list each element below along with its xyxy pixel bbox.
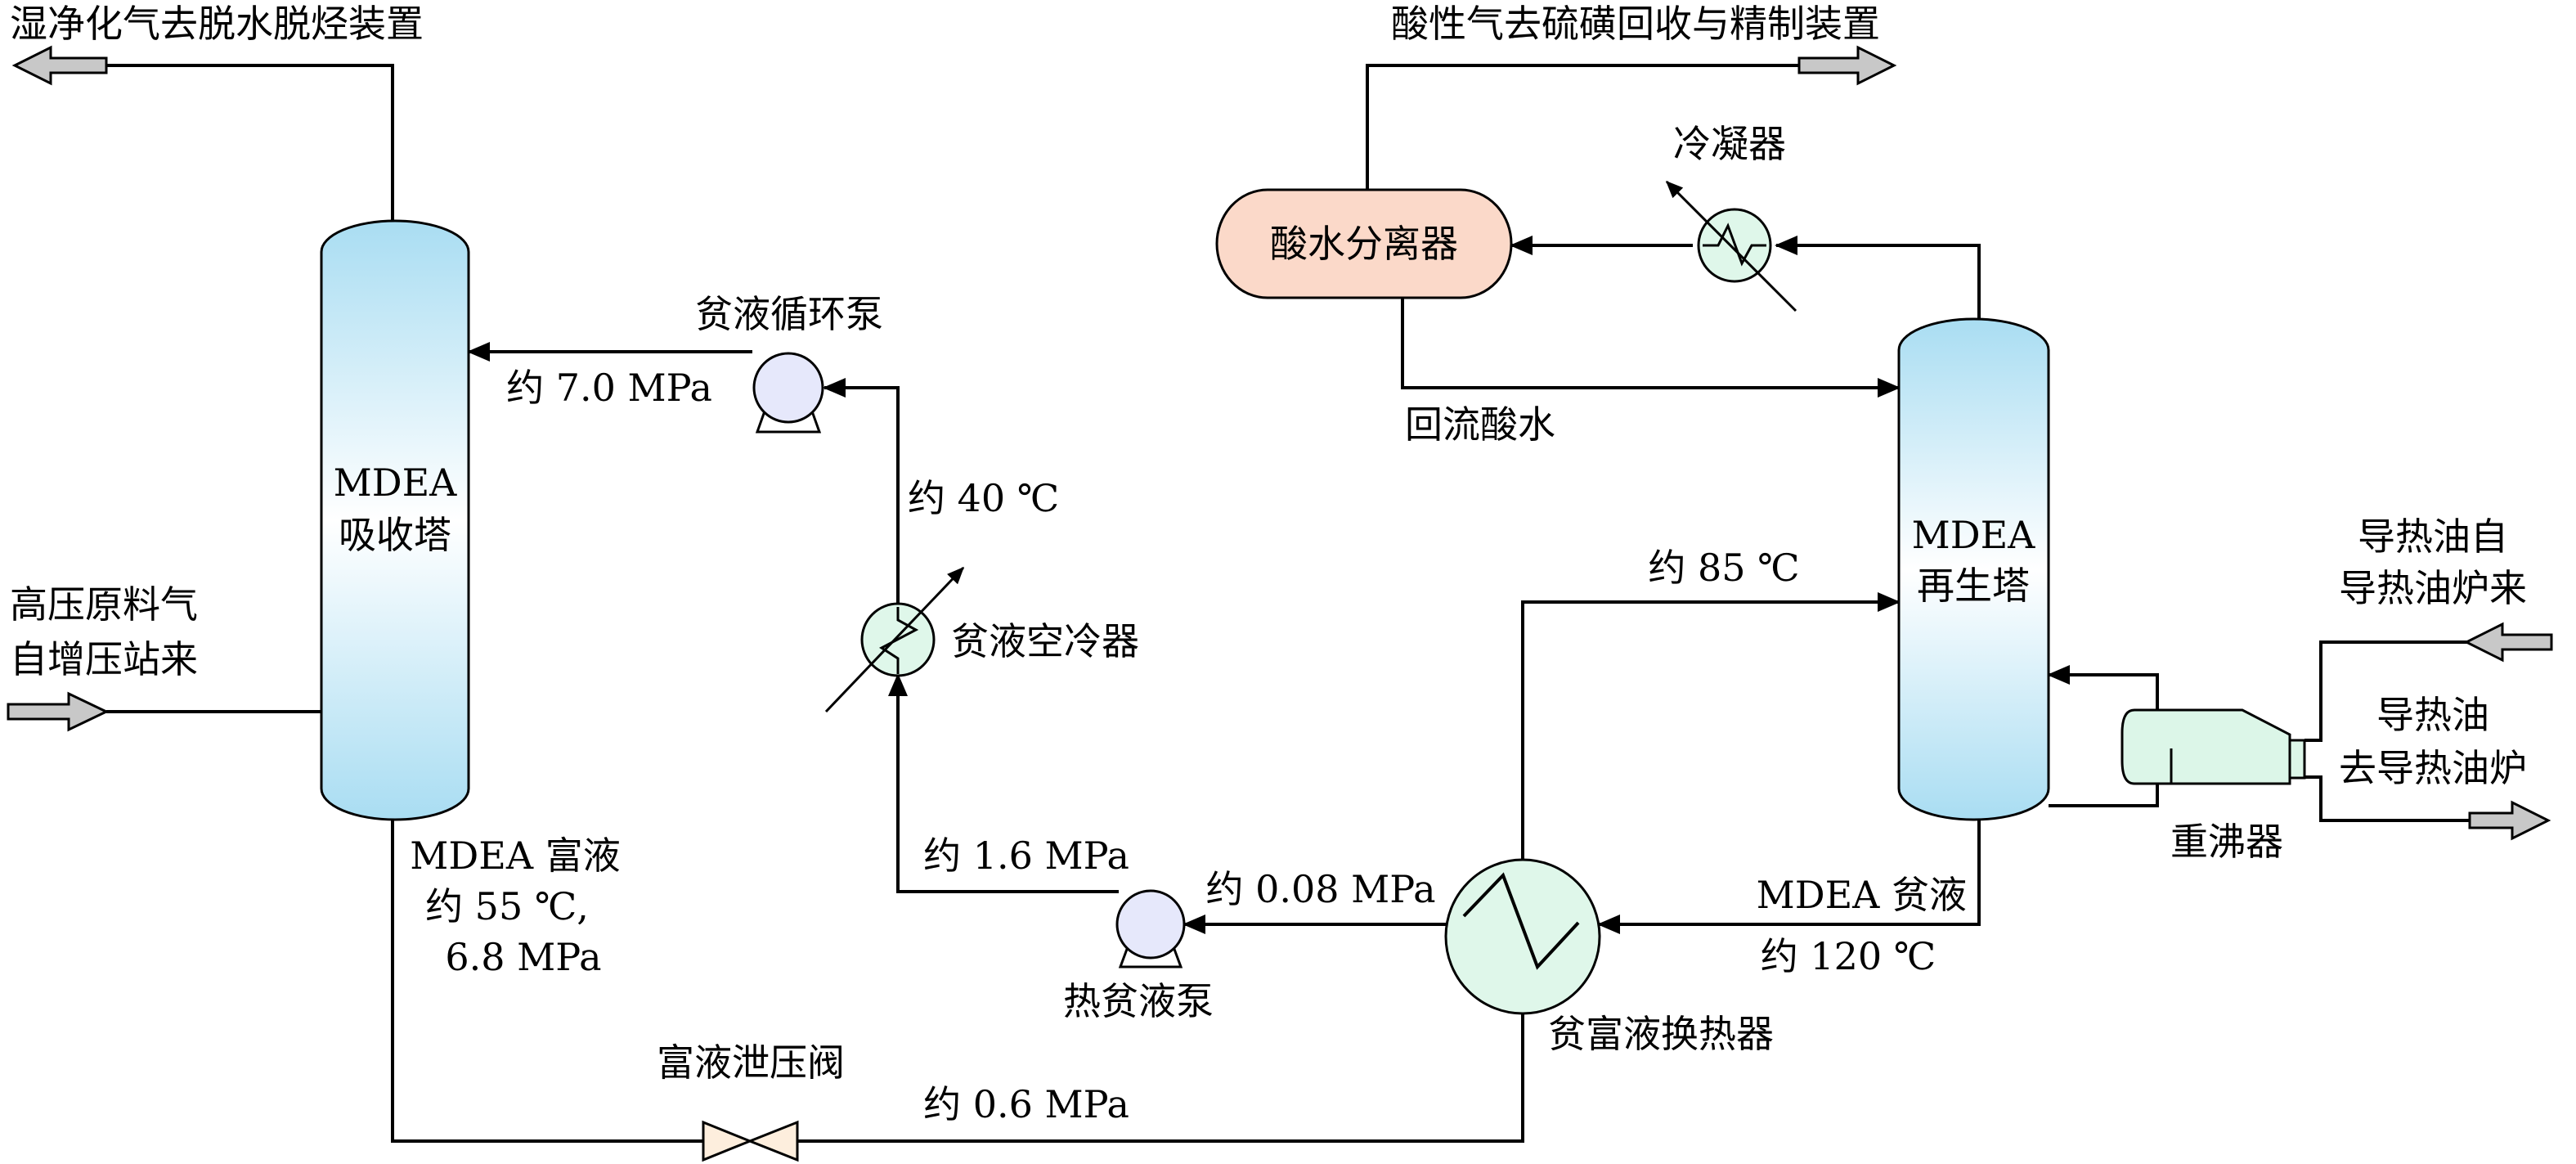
hot-oil-in-pipe — [2304, 640, 2474, 742]
cooler-to-pump-pipe — [823, 378, 900, 604]
hot-oil-in-arrow — [2463, 622, 2553, 663]
overhead-pipe-1 — [1775, 236, 1981, 319]
feed-gas-label-line2: 自增压站来 — [10, 637, 198, 681]
rich-mdea-label-line3: 6.8 MPa — [445, 935, 601, 979]
rich-mdea-pipe-1 — [391, 818, 703, 1143]
circulation-pump-label: 贫液循环泵 — [695, 292, 883, 336]
wet-gas-pipe — [106, 64, 394, 229]
piping — [106, 64, 2474, 1143]
lean-mdea-label-line1: MDEA 贫液 — [1757, 873, 1967, 917]
absorber-tower[interactable] — [320, 219, 470, 821]
air-cooler-label: 贫液空冷器 — [951, 619, 1139, 663]
lean-rich-exchanger[interactable] — [1444, 858, 1601, 1015]
hot-pump-discharge-pressure: 约 1.6 MPa — [923, 834, 1129, 878]
condenser-air-arrow — [1665, 180, 1797, 312]
condenser-coil — [1703, 222, 1766, 267]
lean-mdea-label-line2: 约 120 ℃ — [1761, 934, 1936, 978]
condenser-label: 冷凝器 — [1673, 122, 1786, 166]
exchanger-label: 贫富液换热器 — [1548, 1012, 1774, 1056]
hot-oil-out-arrow — [2468, 800, 2551, 841]
pump-to-cooler-pipe — [888, 673, 1119, 893]
hot-oil-out-pipe — [2304, 775, 2474, 822]
after-valve-pressure: 约 0.6 MPa — [923, 1082, 1129, 1126]
absorber-inlet-pressure: 约 7.0 MPa — [506, 366, 712, 410]
absorber-label-line2: 吸收塔 — [339, 513, 451, 557]
reflux-water-label: 回流酸水 — [1405, 402, 1555, 447]
wet-gas-out-label: 湿净化气去脱水脱烃装置 — [10, 2, 424, 46]
acid-water-separator[interactable] — [1215, 188, 1513, 299]
regenerator-tower[interactable] — [1897, 317, 2050, 821]
lean-circulation-pump[interactable] — [752, 352, 824, 434]
cooled-lean-temp: 约 40 ℃ — [908, 476, 1059, 520]
hot-oil-out-label-line2: 去导热油炉 — [2339, 746, 2527, 790]
acid-gas-out-label: 酸性气去硫磺回收与精制装置 — [1391, 2, 1880, 46]
hot-lean-pump[interactable] — [1115, 889, 1186, 969]
feed-gas-in-arrow — [7, 691, 110, 732]
regenerator-label-line2: 再生塔 — [1917, 564, 2030, 608]
valve-label: 富液泄压阀 — [657, 1040, 845, 1085]
hot-oil-in-label-line2: 导热油炉来 — [2339, 566, 2527, 610]
rich-relief-valve[interactable] — [702, 1120, 799, 1162]
reboiler[interactable] — [2120, 708, 2306, 785]
acid-gas-out-arrow — [1797, 45, 1897, 86]
reboiler-return-pipe — [2047, 665, 2159, 712]
reboiler-label: 重沸器 — [2170, 820, 2283, 864]
hot-pump-label: 热贫液泵 — [1063, 979, 1214, 1023]
exchanger-lean-pressure: 约 0.08 MPa — [1205, 867, 1435, 911]
hot-oil-out-label-line1: 导热油 — [2376, 693, 2489, 737]
regenerator-label-line1: MDEA — [1912, 513, 2036, 557]
air-cooler-fan-arrow — [824, 566, 965, 713]
lean-mdea-pipe — [1597, 818, 1981, 934]
rich-mdea-label-line1: MDEA 富液 — [410, 834, 620, 878]
reflux-pipe — [1401, 298, 1901, 398]
rich-mdea-pipe-2 — [797, 990, 1533, 1143]
reboiler-feed-pipe — [2049, 781, 2159, 807]
regen-feed-temp: 约 85 ℃ — [1648, 546, 1799, 590]
lean-air-cooler[interactable] — [824, 566, 965, 713]
hot-oil-in-label-line1: 导热油自 — [2358, 515, 2508, 559]
rich-mdea-label-line2: 约 55 ℃, — [425, 884, 589, 928]
air-cooler-coil — [879, 607, 919, 674]
hollow-arrows — [7, 45, 2553, 841]
reboiler-tube-head — [2288, 739, 2306, 780]
absorber-label-line1: MDEA — [334, 461, 458, 505]
acid-separator-label: 酸水分离器 — [1270, 222, 1458, 266]
exchanger-coil — [1462, 872, 1580, 970]
condenser[interactable] — [1665, 180, 1797, 312]
acid-gas-pipe — [1366, 64, 1799, 190]
wet-gas-out-arrow — [11, 45, 108, 86]
regen-feed-pipe — [1521, 592, 1901, 882]
feed-gas-label-line1: 高压原料气 — [10, 582, 198, 627]
